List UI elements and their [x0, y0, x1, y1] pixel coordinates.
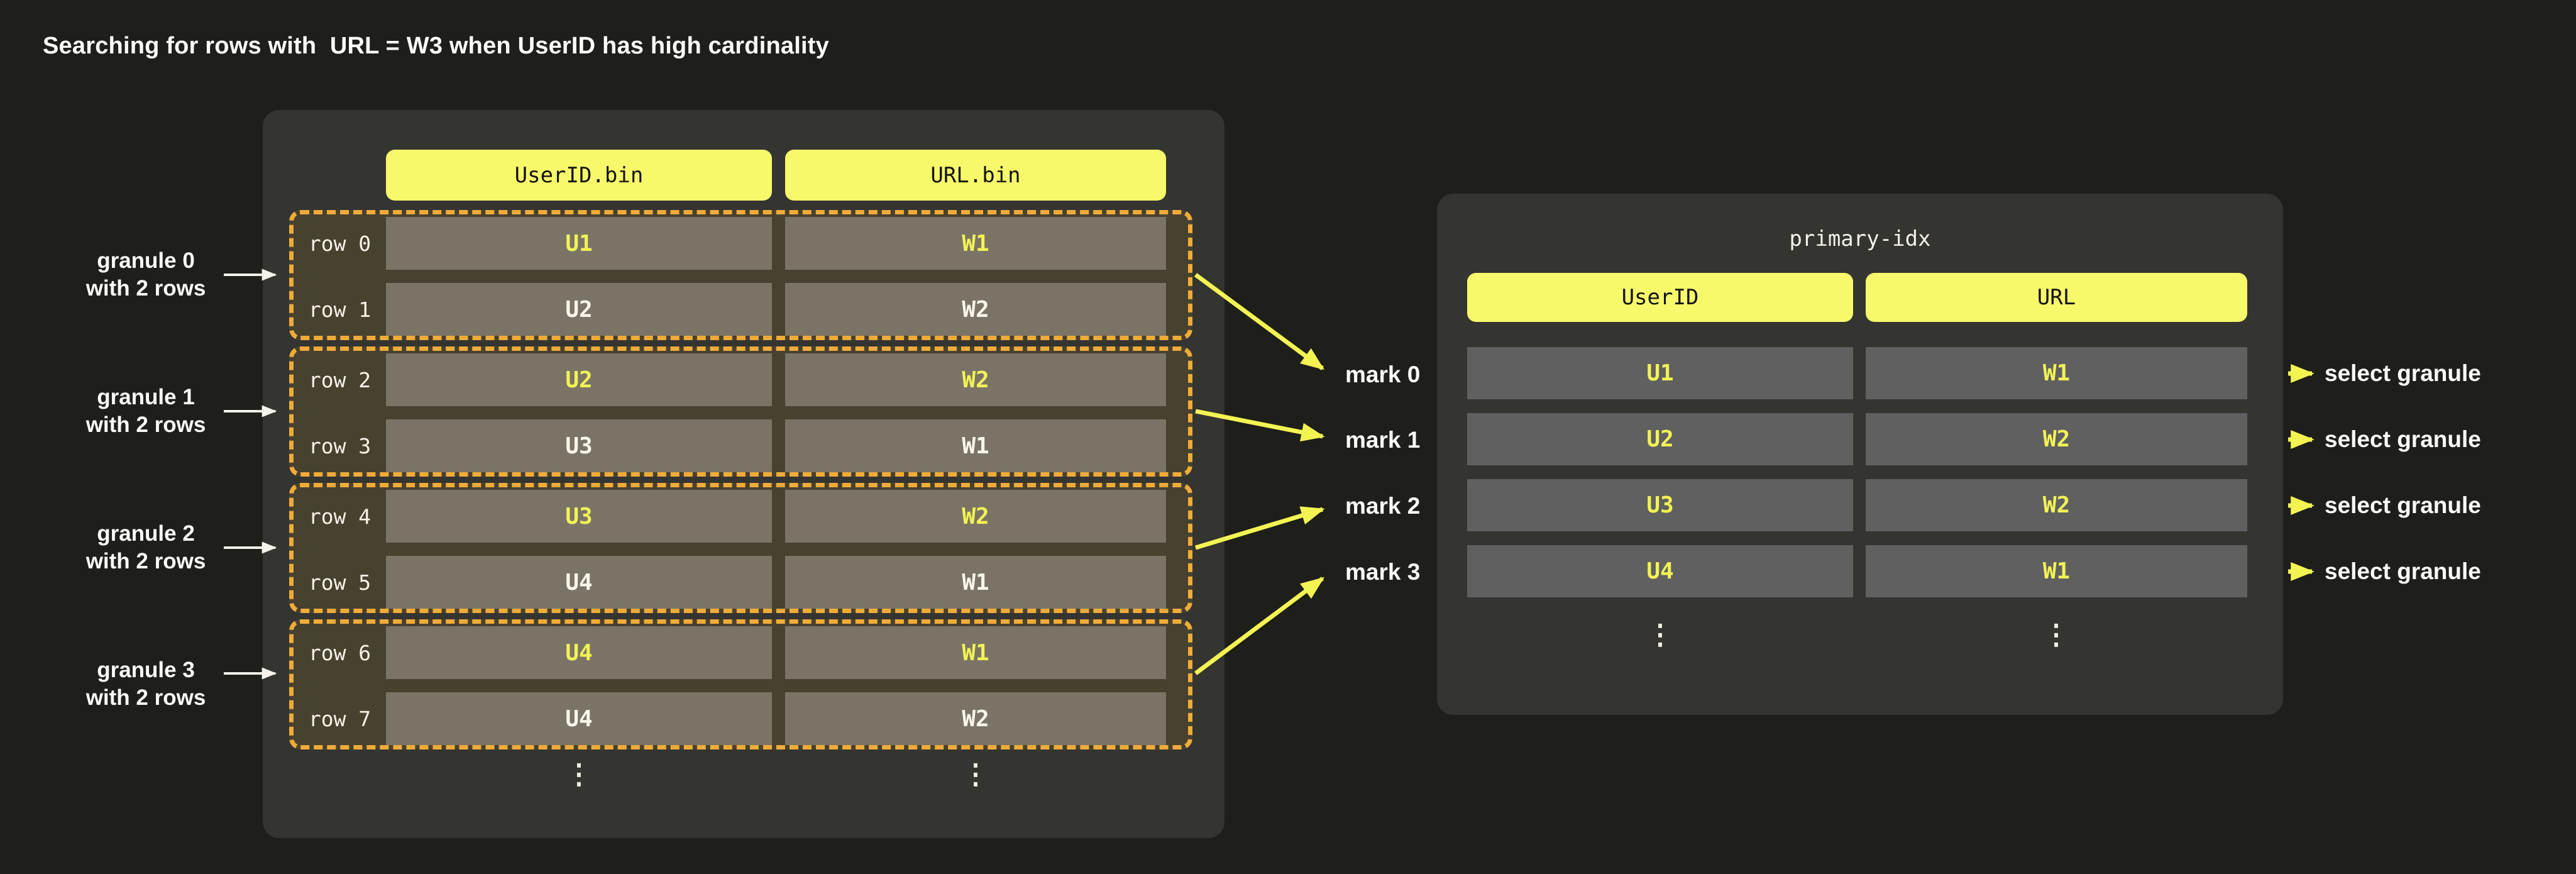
- granule-2-annotation-line1: granule 2: [97, 521, 195, 546]
- granule-0-annotation: granule 0 with 2 rows: [76, 247, 216, 302]
- select-granule-3-label: select granule: [2325, 558, 2481, 584]
- row-7-userid-cell: U4: [386, 692, 772, 745]
- index-url-more-rows-ellipsis: ⋮: [2042, 619, 2070, 651]
- granule-1-annotation: granule 1 with 2 rows: [76, 384, 216, 439]
- row-6-userid-cell: U4: [386, 626, 772, 679]
- mark-2-label: mark 2: [1345, 493, 1421, 519]
- table-row: row 3 U3 W1: [294, 419, 1188, 472]
- url-index-column-header: URL: [1866, 273, 2247, 322]
- index-row-1-url-cell: W2: [1866, 413, 2247, 465]
- row-3-userid-cell: U3: [386, 419, 772, 472]
- row-0-label: row 0: [308, 231, 372, 256]
- granule-1-annotation-line1: granule 1: [97, 385, 195, 409]
- page-title: Searching for rows with URL = W3 when Us…: [43, 33, 829, 59]
- select-granule-2-label: select granule: [2325, 492, 2481, 518]
- index-row-2-url-cell: W2: [1866, 479, 2247, 531]
- granule-1-box: row 2 U2 W2 row 3 U3 W1: [289, 346, 1192, 477]
- url-bin-column-header: URL.bin: [785, 150, 1166, 201]
- primary-index-title: primary-idx: [1789, 226, 1931, 252]
- row-3-label: row 3: [308, 433, 372, 458]
- row-6-label: row 6: [308, 640, 372, 665]
- row-2-userid-cell: U2: [386, 353, 772, 406]
- index-row-0-url-cell: W1: [1866, 347, 2247, 399]
- select-granule-1-label: select granule: [2325, 426, 2481, 452]
- granule-0-annotation-line1: granule 0: [97, 248, 195, 273]
- table-row: row 7 U4 W2: [294, 692, 1188, 745]
- mark-0-label: mark 0: [1345, 362, 1421, 387]
- bin-files-panel: UserID.bin URL.bin row 0 U1 W1 row 1 U2 …: [263, 110, 1225, 838]
- granule-2-annotation: granule 2 with 2 rows: [76, 520, 216, 575]
- row-5-userid-cell: U4: [386, 556, 772, 609]
- index-row-3-userid-cell: U4: [1467, 545, 1853, 597]
- index-userid-more-rows-ellipsis: ⋮: [1646, 619, 1674, 651]
- table-row: row 5 U4 W1: [294, 556, 1188, 609]
- table-row: row 6 U4 W1: [294, 626, 1188, 679]
- index-row-2-userid-cell: U3: [1467, 479, 1853, 531]
- index-row-0-userid-cell: U1: [1467, 347, 1853, 399]
- mark-1-label: mark 1: [1345, 427, 1421, 453]
- row-2-label: row 2: [308, 367, 372, 392]
- table-row: row 4 U3 W2: [294, 490, 1188, 543]
- table-row: row 2 U2 W2: [294, 353, 1188, 406]
- granule-0-box: row 0 U1 W1 row 1 U2 W2: [289, 210, 1192, 340]
- row-3-url-cell: W1: [785, 419, 1166, 472]
- row-7-url-cell: W2: [785, 692, 1166, 745]
- granule-1-annotation-line2: with 2 rows: [85, 412, 206, 437]
- row-4-label: row 4: [308, 504, 372, 529]
- url-bin-more-rows-ellipsis: ⋮: [962, 758, 989, 790]
- select-granule-0-label: select granule: [2325, 360, 2481, 386]
- userid-bin-more-rows-ellipsis: ⋮: [565, 758, 593, 790]
- row-6-url-cell: W1: [785, 626, 1166, 679]
- row-4-url-cell: W2: [785, 490, 1166, 543]
- table-row: row 0 U1 W1: [294, 217, 1188, 270]
- row-1-label: row 1: [308, 297, 372, 322]
- granule-3-box: row 6 U4 W1 row 7 U4 W2: [289, 619, 1192, 750]
- primary-index-panel: primary-idx UserID URL U1 W1 U2 W2 U3 W2…: [1437, 194, 2283, 715]
- mark-3-label: mark 3: [1345, 559, 1421, 585]
- table-row: row 1 U2 W2: [294, 283, 1188, 336]
- row-5-label: row 5: [308, 570, 372, 595]
- granule-3-annotation-line2: with 2 rows: [85, 685, 206, 710]
- row-5-url-cell: W1: [785, 556, 1166, 609]
- granule-2-annotation-line2: with 2 rows: [85, 549, 206, 573]
- granule-2-box: row 4 U3 W2 row 5 U4 W1: [289, 483, 1192, 613]
- select-granule-arrows: [2288, 364, 2315, 581]
- granule-0-annotation-line2: with 2 rows: [85, 276, 206, 301]
- row-1-url-cell: W2: [785, 283, 1166, 336]
- granule-3-annotation-line1: granule 3: [97, 658, 195, 682]
- row-0-url-cell: W1: [785, 217, 1166, 270]
- index-row-1-userid-cell: U2: [1467, 413, 1853, 465]
- userid-index-column-header: UserID: [1467, 273, 1853, 322]
- row-0-userid-cell: U1: [386, 217, 772, 270]
- granule-3-annotation: granule 3 with 2 rows: [76, 656, 216, 712]
- row-2-url-cell: W2: [785, 353, 1166, 406]
- index-row-3-url-cell: W1: [1866, 545, 2247, 597]
- row-4-userid-cell: U3: [386, 490, 772, 543]
- row-1-userid-cell: U2: [386, 283, 772, 336]
- row-7-label: row 7: [308, 706, 372, 731]
- userid-bin-column-header: UserID.bin: [386, 150, 772, 201]
